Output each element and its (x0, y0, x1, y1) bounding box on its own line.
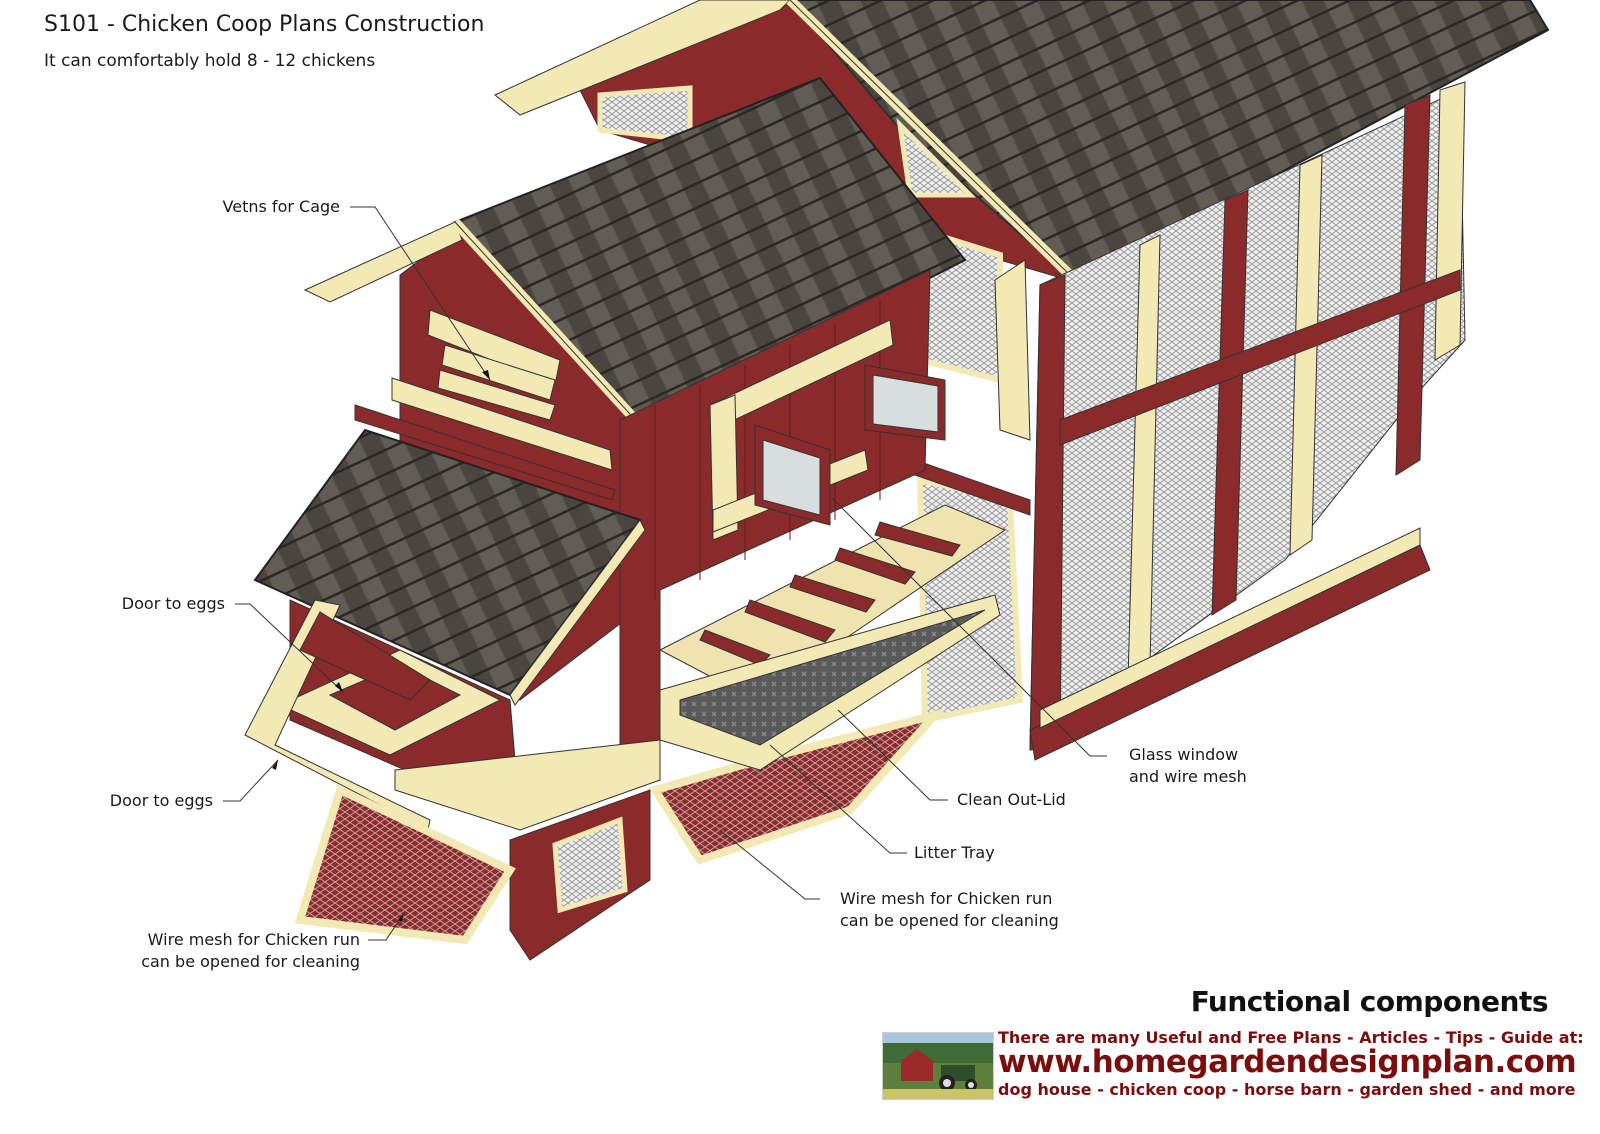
callout-glass-window-line1: Glass window (1129, 745, 1239, 764)
callout-litter-tray: Litter Tray (914, 843, 995, 862)
callout-wire-mesh-center-line1: Wire mesh for Chicken run (840, 889, 1053, 908)
banner-categories: dog house - chicken coop - horse barn - … (998, 1080, 1576, 1099)
callout-door-to-eggs-upper: Door to eggs (121, 594, 225, 613)
website-banner[interactable]: There are many Useful and Free Plans - A… (882, 1028, 1584, 1102)
cage-vents (427, 309, 561, 386)
banner-thumbnail-image (882, 1032, 994, 1100)
page-subtitle: It can comfortably hold 8 - 12 chickens (44, 51, 376, 71)
callout-wire-mesh-left-line1: Wire mesh for Chicken run (147, 930, 360, 949)
callout-clean-out-lid: Clean Out-Lid (957, 790, 1066, 809)
callout-glass-window: Glass window and wire mesh (1129, 744, 1247, 788)
callout-wire-mesh-left-line2: can be opened for cleaning (141, 952, 360, 971)
callout-wire-mesh-left: Wire mesh for Chicken run can be opened … (100, 929, 360, 973)
banner-tagline: There are many Useful and Free Plans - A… (998, 1028, 1584, 1047)
callout-vents-for-cage: Vetns for Cage (222, 197, 340, 216)
banner-website-link[interactable]: www.homegardendesignplan.com (998, 1044, 1577, 1080)
callout-glass-window-line2: and wire mesh (1129, 767, 1247, 786)
callout-wire-mesh-center: Wire mesh for Chicken run can be opened … (840, 888, 1059, 932)
callout-wire-mesh-center-line2: can be opened for cleaning (840, 911, 1059, 930)
page-title: S101 - Chicken Coop Plans Construction (44, 12, 485, 37)
coop-tractor-thumbnail-icon (883, 1033, 993, 1099)
section-title: Functional components (1190, 985, 1549, 1018)
run-panel-left (294, 784, 516, 945)
callout-door-to-eggs-lower: Door to eggs (109, 791, 213, 810)
